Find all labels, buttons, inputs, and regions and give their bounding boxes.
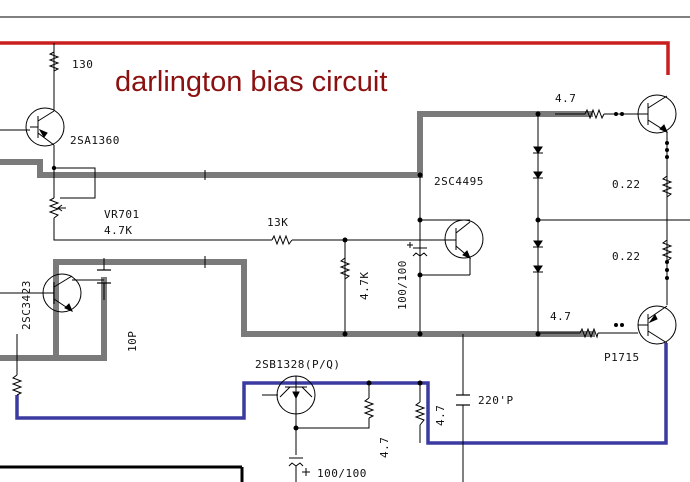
label-c100-100-vertical: 100/100 (396, 260, 409, 310)
wires (0, 52, 690, 482)
negative-rail (15, 343, 668, 445)
label-vr701: VR701 (104, 208, 140, 221)
bias-trace (0, 111, 595, 361)
label-r4-7-a: 4.7 (378, 437, 391, 458)
label-c10p: 10P (126, 331, 139, 352)
label-r022-top: 0.22 (612, 178, 641, 191)
capacitor-10p (97, 269, 111, 284)
resistor-4-7-b (414, 401, 426, 426)
transistor-2sb1328 (276, 375, 316, 415)
resistor-4-7-bottom (579, 327, 599, 339)
label-r13k: 13K (267, 216, 288, 229)
label-r4-7-bottom: 4.7 (550, 310, 571, 323)
label-c100-100-bottom: 100/100 (317, 467, 367, 480)
electrolytic-capacitor-bottom (288, 457, 310, 482)
resistor-0-22-bottom (661, 239, 673, 262)
diagram-title: darlington bias circuit (115, 66, 387, 98)
frame-bottom (0, 465, 244, 482)
resistor-4-7k (339, 257, 351, 280)
diode-string (533, 146, 543, 273)
label-r130: 130 (72, 58, 93, 71)
label-r022-bottom: 0.22 (612, 250, 641, 263)
label-2sa1360: 2SA1360 (70, 134, 120, 147)
label-c220p: 220'P (478, 394, 514, 407)
label-2sc3423: 2SC3423 (20, 280, 33, 330)
label-r4-7-top: 4.7 (555, 92, 576, 105)
capacitor-220p (456, 394, 470, 406)
transistor-output-top (637, 94, 677, 134)
transistor-2sc3423 (40, 273, 82, 313)
label-2sb1328: 2SB1328(P/Q) (255, 358, 340, 371)
junction-dots (51, 111, 669, 431)
resistor-13k (271, 234, 293, 246)
potentiometer-vr701 (48, 197, 66, 219)
transistor-2sa1360 (25, 107, 65, 147)
resistor-0-22-top (661, 175, 673, 198)
label-vr701-value: 4.7K (104, 224, 133, 237)
resistor-130 (48, 51, 60, 75)
positive-rail (0, 41, 670, 75)
transistor-2sc4495 (444, 219, 484, 259)
transistor-p1715 (637, 305, 677, 345)
resistor-4-7-a (363, 397, 375, 419)
resistor-left (11, 374, 23, 396)
label-p1715: P1715 (604, 351, 640, 364)
label-2sc4495: 2SC4495 (434, 175, 484, 188)
resistor-4-7-top (584, 108, 605, 120)
label-r47k: 4.7K (358, 272, 371, 301)
electrolytic-capacitor-vertical (407, 240, 428, 262)
label-r4-7-b: 4.7 (434, 405, 447, 426)
